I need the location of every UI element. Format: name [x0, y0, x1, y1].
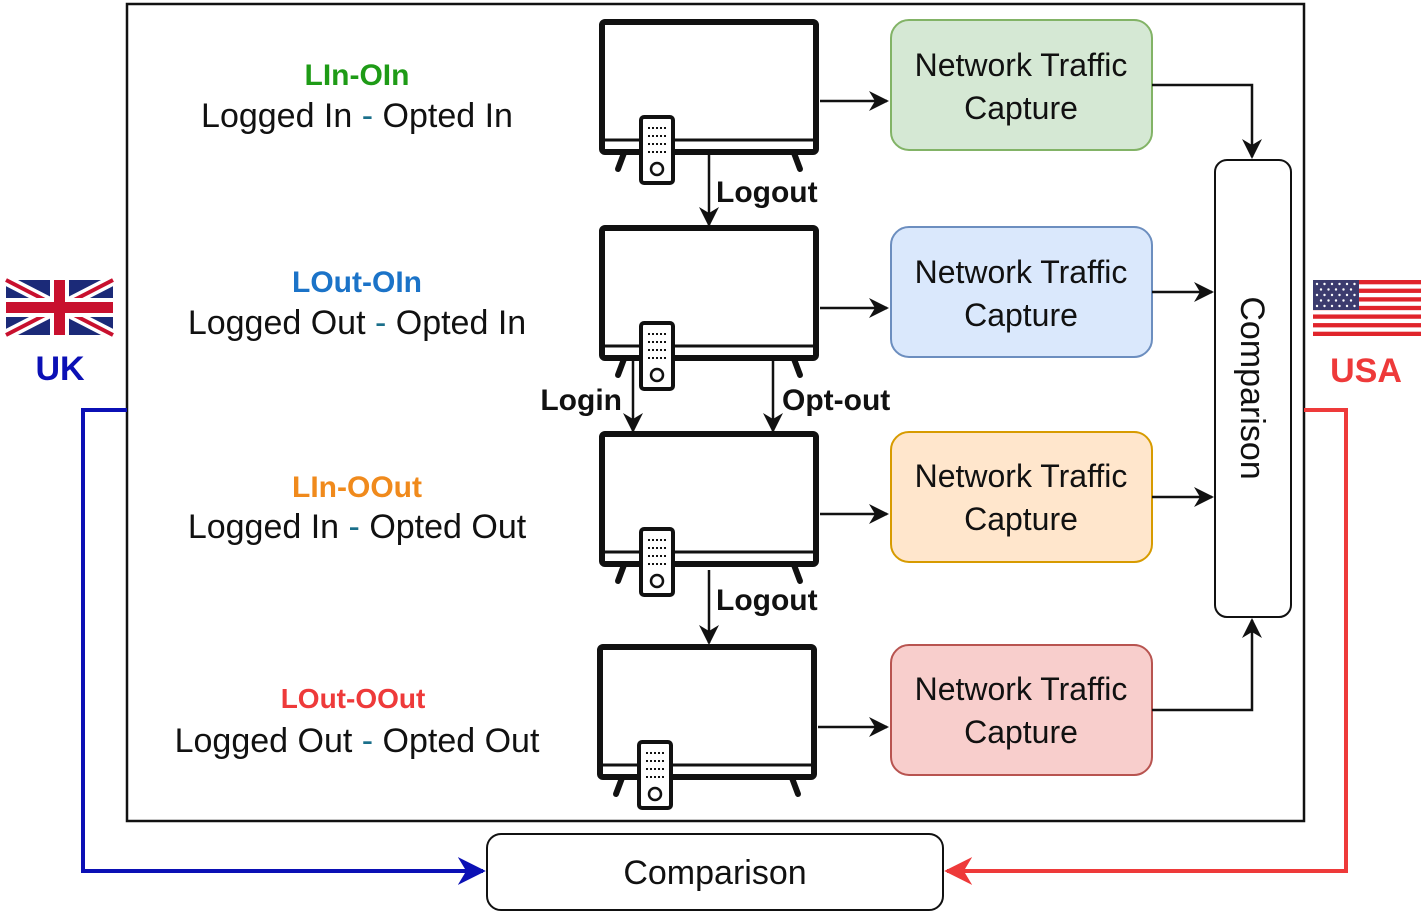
- state-row-4: LOut-OOut Logged Out - Opted Out: [175, 683, 540, 760]
- state-row-2: LOut-OIn Logged Out - Opted In: [188, 266, 526, 342]
- experiment-frame: [125, 2, 1306, 823]
- svg-text:Network Traffic: Network Traffic: [915, 458, 1128, 494]
- remote-icon-4: [637, 740, 673, 810]
- country-label-uk: UK: [35, 350, 85, 388]
- tv-icon-2: [599, 225, 819, 391]
- capture-box-4: Network Traffic Capture: [890, 644, 1153, 776]
- capture-box-3: Network Traffic Capture: [890, 431, 1153, 563]
- state-desc-4: Logged Out - Opted Out: [175, 722, 540, 760]
- transition-logout-1: Logout: [716, 176, 818, 209]
- svg-text:Network Traffic: Network Traffic: [915, 47, 1128, 83]
- remote-icon-2: [639, 321, 675, 391]
- tv-icon-1: [599, 19, 819, 185]
- svg-text:Capture: Capture: [964, 90, 1078, 126]
- state-desc-1: Logged In - Opted In: [201, 97, 513, 135]
- state-row-1: LIn-OIn Logged In - Opted In: [201, 59, 513, 135]
- transition-logout-2: Logout: [716, 584, 818, 617]
- state-row-3: LIn-OOut Logged In - Opted Out: [188, 471, 527, 546]
- arrow-uk-to-comparison: [81, 408, 486, 885]
- state-desc-2: Logged Out - Opted In: [188, 304, 526, 342]
- remote-icon-1: [639, 115, 675, 185]
- country-label-usa: USA: [1330, 352, 1402, 390]
- state-abbr-2: LOut-OIn: [292, 266, 422, 299]
- comparison-vertical-box: Comparison: [1214, 159, 1292, 618]
- uk-flag-icon: [3, 275, 116, 340]
- arrow-capture1-comparison: [1152, 83, 1262, 159]
- state-abbr-1: LIn-OIn: [305, 59, 410, 92]
- svg-text:Capture: Capture: [964, 297, 1078, 333]
- capture-box-1: Network Traffic Capture: [890, 19, 1153, 151]
- tv-icon-4: [597, 644, 817, 810]
- svg-text:Network Traffic: Network Traffic: [915, 254, 1128, 290]
- usa-flag-icon: [1313, 280, 1421, 336]
- svg-text:Network Traffic: Network Traffic: [915, 671, 1128, 707]
- tv-icon-3: [599, 431, 819, 597]
- arrow-usa-to-comparison: [944, 408, 1348, 885]
- remote-icon-3: [639, 527, 675, 597]
- svg-text:Comparison: Comparison: [1233, 296, 1271, 479]
- state-abbr-4: LOut-OOut: [281, 683, 426, 714]
- transition-login: Login: [540, 384, 622, 417]
- svg-text:Comparison: Comparison: [623, 854, 806, 892]
- capture-box-2: Network Traffic Capture: [890, 226, 1153, 358]
- svg-text:Capture: Capture: [964, 501, 1078, 537]
- arrow-capture4-comparison: [1152, 618, 1262, 712]
- comparison-bottom-box: Comparison: [486, 833, 944, 911]
- state-abbr-3: LIn-OOut: [292, 471, 422, 504]
- state-desc-3: Logged In - Opted Out: [188, 508, 527, 546]
- svg-text:Capture: Capture: [964, 714, 1078, 750]
- transition-optout: Opt-out: [782, 384, 890, 417]
